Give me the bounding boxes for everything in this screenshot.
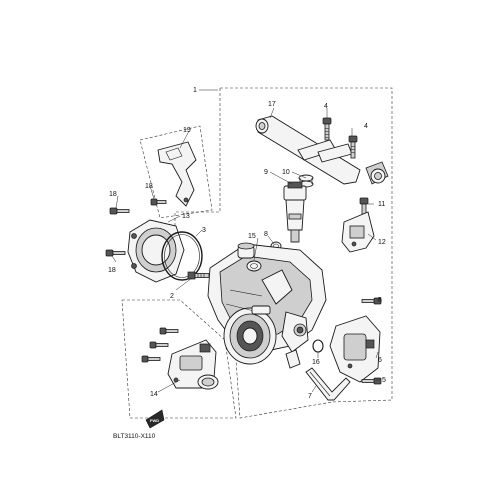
- callout-9: 9: [264, 169, 268, 176]
- o-ring-16-part: [312, 339, 324, 353]
- bolt-18b-part: [150, 198, 167, 206]
- callout-14: 14: [150, 391, 158, 398]
- hose-7-part: [305, 367, 351, 401]
- bracket-19-part: [157, 141, 197, 207]
- sub-boundary-19: [139, 125, 213, 219]
- callout-3: 3: [202, 227, 206, 234]
- bolt-4b-part: [348, 135, 358, 159]
- callout-16: 16: [312, 359, 320, 366]
- sensor-12-part: [341, 211, 375, 253]
- callout-4b: 4: [364, 123, 368, 130]
- fuel-injector-part: [283, 181, 307, 243]
- bolt-18c-part: [105, 249, 126, 257]
- callout-18a: 18: [109, 191, 117, 198]
- callout-10: 10: [282, 169, 290, 176]
- callout-4a: 4: [324, 103, 328, 110]
- callout-labels: 1 2 3 4 4 5 5 6 7 8 9 10 11 12 13 14 15 …: [108, 87, 386, 400]
- callout-17: 17: [268, 101, 276, 108]
- throttle-body-part: [207, 242, 327, 369]
- callout-13: 13: [182, 213, 190, 220]
- callout-5a: 5: [378, 297, 382, 304]
- callout-18c: 18: [108, 267, 116, 274]
- screw-5b-part: [361, 377, 382, 385]
- leader-lines: [111, 89, 381, 393]
- screw-5a-part: [361, 297, 382, 305]
- actuator-screw-a-part: [159, 327, 179, 335]
- callout-1: 1: [193, 87, 197, 94]
- callout-18b: 18: [145, 183, 153, 190]
- callout-19: 19: [183, 127, 191, 134]
- actuator-screw-b-part: [149, 341, 169, 349]
- o-ring-3-part: [161, 231, 203, 281]
- actuator-14-part: [167, 339, 219, 390]
- sub-boundary-lower: [121, 299, 237, 419]
- fwd-arrow-icon: FWD: [145, 409, 165, 429]
- actuator-screw-c-part: [141, 355, 161, 363]
- fuel-rail-part: [255, 115, 389, 185]
- callout-2: 2: [170, 293, 174, 300]
- sensor-6-part: [329, 315, 381, 383]
- callout-8: 8: [264, 231, 268, 238]
- bolt-18a-part: [109, 207, 130, 215]
- callout-15: 15: [248, 233, 256, 240]
- callout-5b: 5: [382, 377, 386, 384]
- callout-6: 6: [378, 357, 382, 364]
- fwd-label: FWD: [150, 418, 159, 423]
- fitting-2-part: [187, 271, 210, 280]
- diagram-code: BLT3110-X110: [113, 433, 156, 440]
- callout-11: 11: [378, 201, 385, 208]
- cover-13-part: [127, 219, 185, 283]
- callout-12: 12: [378, 239, 386, 246]
- callout-7: 7: [308, 393, 312, 400]
- collar-15-part: [246, 260, 262, 272]
- screw-11-part: [359, 197, 369, 215]
- bolt-4a-part: [322, 117, 332, 141]
